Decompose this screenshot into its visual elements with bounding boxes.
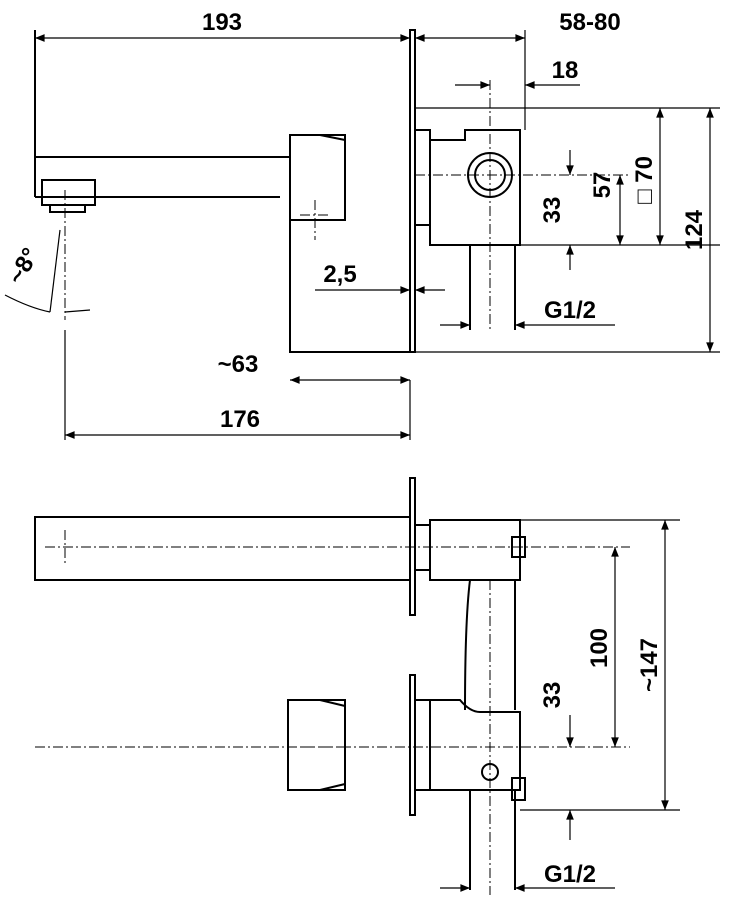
dim-193: 193	[202, 9, 242, 36]
supply-pipe	[469, 245, 516, 330]
dim-100: 100	[586, 628, 613, 668]
valve-bottom	[414, 699, 521, 791]
spout-nozzle	[41, 179, 96, 213]
spout-top	[34, 516, 411, 581]
bottom-view: 100 ~147 33 G1/2	[34, 477, 680, 895]
dim-33-top: 33	[539, 197, 566, 224]
dim-176: 176	[220, 406, 260, 433]
dim-18: 18	[552, 57, 579, 84]
dim-124: 124	[681, 209, 708, 250]
dim-57: 57	[589, 172, 616, 199]
dim-70: □ 70	[631, 156, 658, 204]
angle-8: ~8°	[3, 243, 45, 289]
dim-g12-top: G1/2	[544, 297, 596, 324]
dim-147: ~147	[636, 638, 663, 692]
riser	[464, 579, 516, 711]
valve-body	[429, 129, 521, 246]
handle-top	[287, 699, 346, 791]
spout-side	[34, 30, 290, 198]
dim-2-5: 2,5	[323, 261, 356, 288]
dim-g12-bottom: G1/2	[544, 861, 596, 888]
top-view: 193 58-80 18 2,5 G1/2 ~63 176 □ 70 57 33…	[3, 9, 720, 440]
dim-33-bottom: 33	[539, 682, 566, 709]
dim-63: ~63	[218, 351, 259, 378]
handle-side	[289, 134, 410, 353]
dim-58-80: 58-80	[559, 9, 620, 36]
flange	[414, 129, 431, 226]
valve-top	[414, 519, 526, 581]
